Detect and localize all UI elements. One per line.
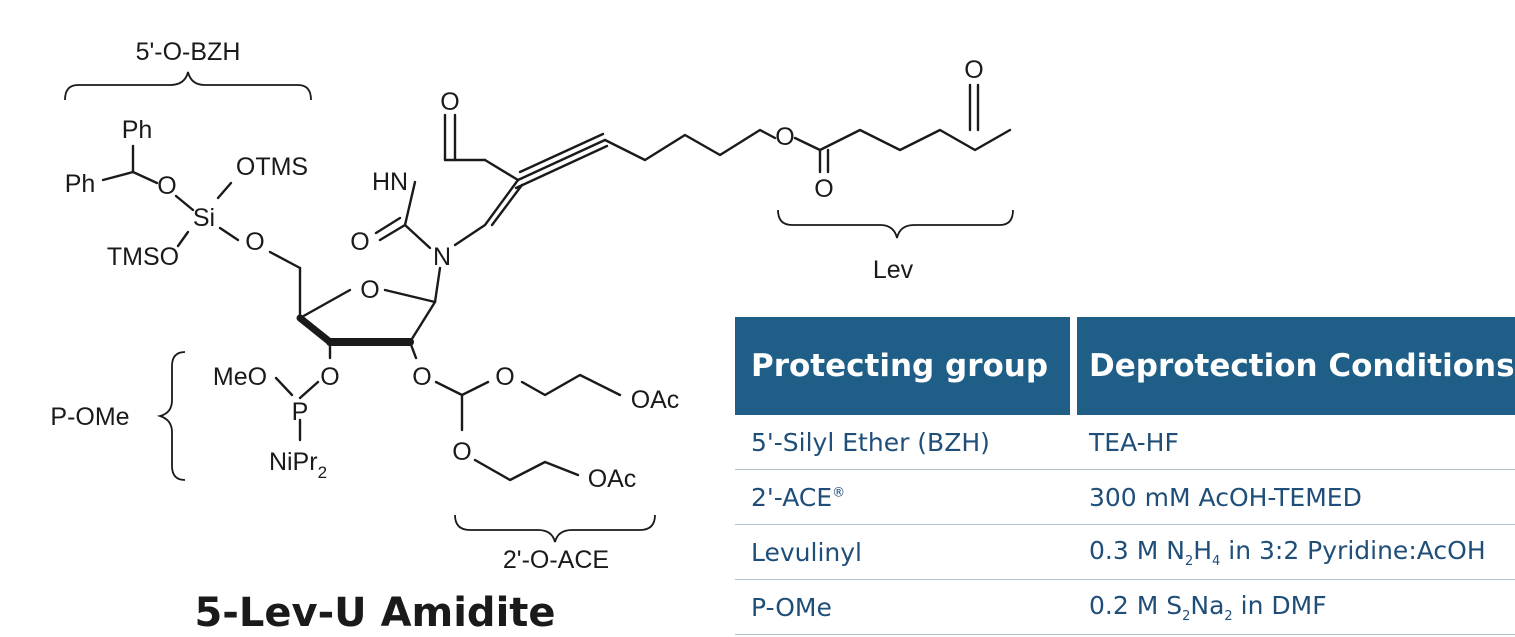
atom-otms: OTMS [236,153,308,181]
atom-o-ph: O [157,172,176,200]
atom-nipr2: NiPr2 [269,448,327,482]
atom-si: Si [193,204,215,232]
atom-o-ester: O [775,123,794,151]
atom-ph-left: Ph [65,170,96,198]
cell-condition: 0.2 M S2Na2 in DMF [1089,590,1327,624]
atom-meo: MeO [213,363,267,391]
brace-ace [454,514,656,543]
cell-condition: 0.3 M N2H4 in 3:2 Pyridine:AcOH [1089,535,1486,569]
atom-o-5prime: O [245,228,264,256]
atom-tmso: TMSO [107,243,179,271]
cell-condition: TEA-HF [1089,427,1179,457]
atom-o-ketone: O [964,56,983,84]
label-bzh: 5'-O-BZH [136,38,241,66]
table-row: 5'-Silyl Ether (BZH) TEA-HF [735,415,1515,470]
label-pome: P-OMe [50,403,129,431]
bond-skeleton [101,83,1012,482]
atom-ph-top: Ph [122,116,153,144]
atom-o-ace2: O [452,438,471,466]
atom-hn: HN [372,168,408,196]
braces [64,71,1014,543]
atom-oac-1: OAc [631,386,680,414]
header-deprotection-conditions: Deprotection Conditions [1077,317,1515,415]
table-row: 2'-ACE® 300 mM AcOH-TEMED [735,470,1515,525]
atom-p: P [292,398,309,426]
brace-lev [777,209,1014,239]
brace-bzh [64,71,312,101]
label-lev: Lev [873,256,914,284]
label-ace: 2'-O-ACE [503,546,609,574]
table-header: Protecting group Deprotection Conditions [735,317,1515,415]
atom-o-c4: O [440,88,459,116]
atom-n1: N [433,243,451,271]
cell-group: 2'-ACE® [751,482,846,512]
table-row: Levulinyl 0.3 M N2H4 in 3:2 Pyridine:AcO… [735,525,1515,580]
cell-group: 5'-Silyl Ether (BZH) [751,427,990,457]
cell-condition: 300 mM AcOH-TEMED [1089,482,1362,512]
atom-o-ring: O [360,276,379,304]
atom-o-c2: O [350,228,369,256]
deprotection-table: Protecting group Deprotection Conditions… [735,317,1515,635]
cell-group: Levulinyl [751,537,862,567]
chemical-structure: 5'-O-BZH Ph Ph O OTMS Si TMSO O O HN O O… [50,38,1014,574]
table-row: P-OMe 0.2 M S2Na2 in DMF [735,580,1515,635]
cell-group: P-OMe [751,592,832,622]
atom-o-3prime: O [320,363,339,391]
atom-o-ace1: O [495,363,514,391]
atom-o-carbonyl: O [814,175,833,203]
atom-o-2prime: O [412,363,431,391]
atom-oac-2: OAc [588,465,637,493]
header-protecting-group: Protecting group [735,317,1070,415]
compound-title: 5-Lev-U Amidite [194,590,556,636]
brace-pome [156,351,186,481]
